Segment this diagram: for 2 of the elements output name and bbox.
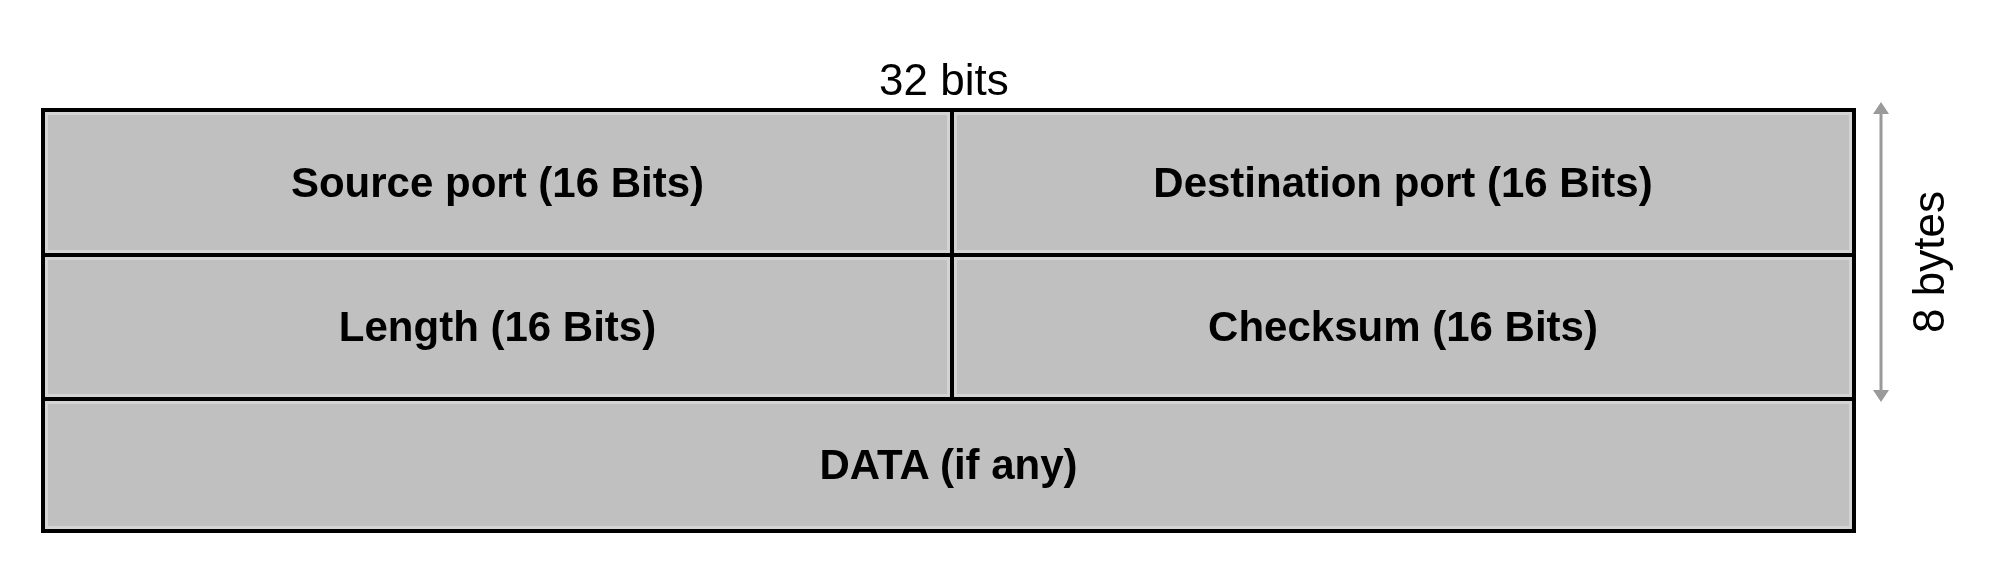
height-label: 8 bytes — [1906, 191, 1951, 333]
width-label: 32 bits — [879, 58, 1009, 102]
